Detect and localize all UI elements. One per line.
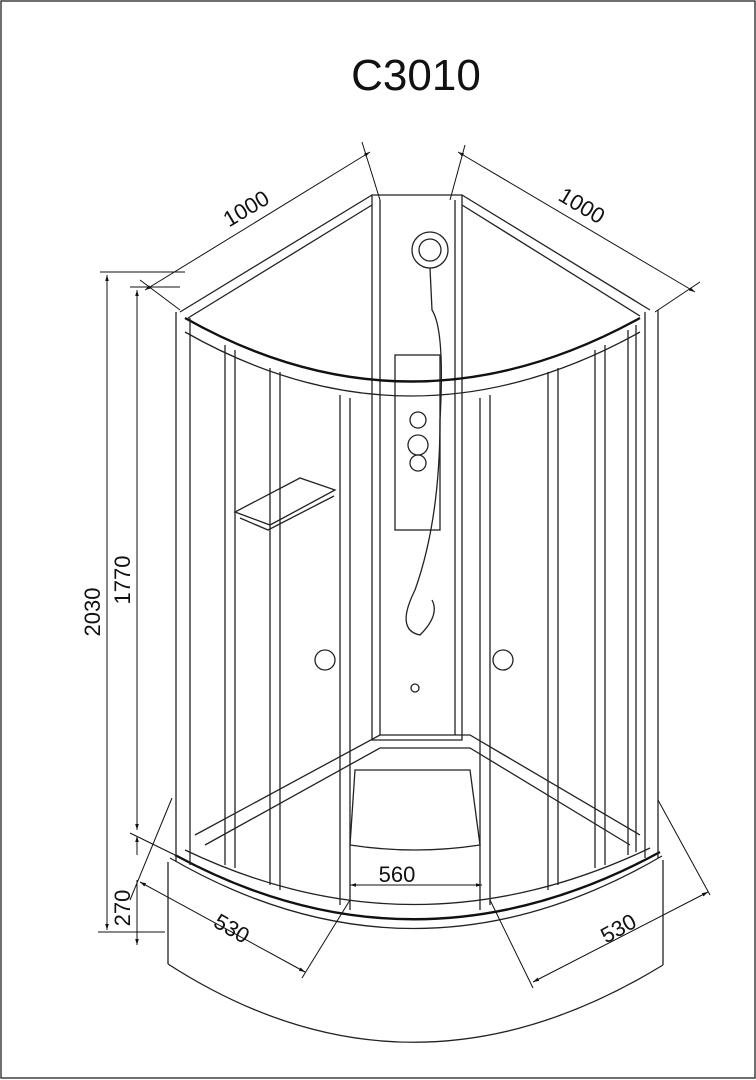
svg-text:1770: 1770: [110, 556, 135, 605]
dim-top-left: 1000: [139, 141, 381, 311]
shelf: [233, 477, 337, 531]
svg-text:1000: 1000: [219, 185, 274, 232]
top-frame: [179, 194, 651, 397]
svg-text:530: 530: [596, 909, 640, 949]
dim-tray-height: 270: [110, 832, 176, 945]
svg-text:270: 270: [110, 890, 135, 927]
shower-hose: [405, 267, 443, 636]
shower-column: [371, 194, 463, 741]
control-knob: [409, 411, 427, 429]
dim-total-height: 2030: [80, 271, 185, 933]
model-title: C3010: [351, 51, 481, 100]
svg-text:1000: 1000: [554, 182, 609, 229]
door-handle-left: [314, 649, 336, 671]
svg-text:2030: 2030: [80, 588, 105, 637]
svg-text:530: 530: [210, 908, 254, 948]
shower-tray: [167, 734, 664, 1043]
door-handle-right: [492, 649, 514, 671]
dim-cabin-height: 1770: [110, 286, 180, 830]
dim-bottom-right: 530: [489, 799, 711, 989]
dim-door-opening: 560: [350, 862, 482, 887]
frame-posts: [175, 310, 659, 910]
shower-head-icon: [411, 231, 449, 269]
dim-top-right: 1000: [449, 144, 701, 313]
control-knob: [409, 454, 427, 472]
svg-text:560: 560: [379, 862, 416, 887]
control-knob: [407, 434, 429, 456]
